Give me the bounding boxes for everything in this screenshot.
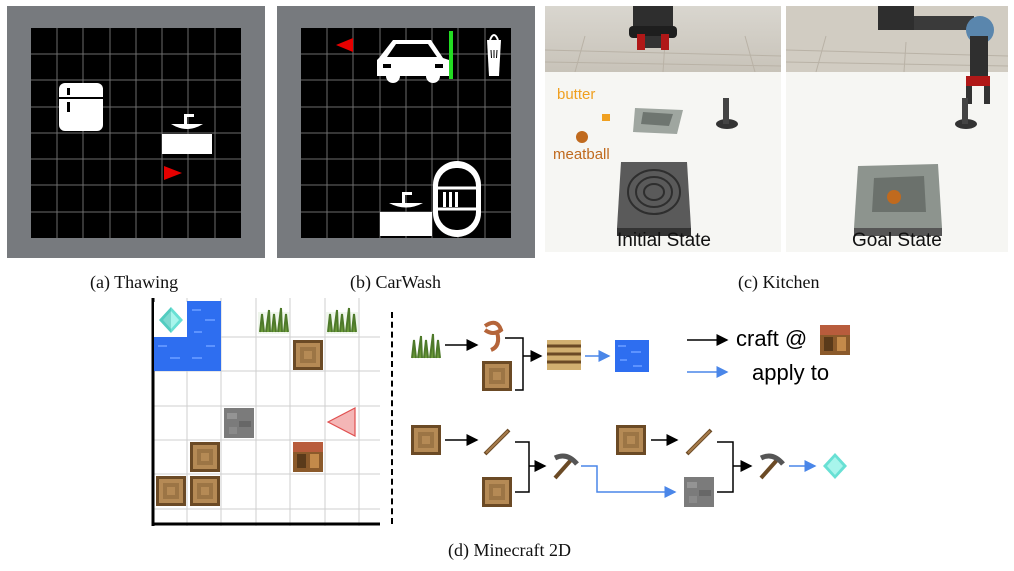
caption-minecraft: (d) Minecraft 2D: [448, 540, 571, 560]
rope-icon: [483, 320, 504, 352]
recipe-diagram: [411, 320, 850, 507]
caption-thawing: (a) Thawing: [90, 272, 179, 292]
goal-state-label: Goal State: [852, 230, 942, 251]
dashed-separator: [391, 312, 393, 524]
pickaxe-icon: [761, 456, 783, 478]
sink-icon: [162, 114, 212, 154]
sink-icon: [380, 192, 432, 236]
robot-arm: [629, 6, 677, 50]
caption-kitchen: (c) Kitchen: [738, 272, 820, 292]
agent-marker: [336, 38, 353, 52]
stove-with-pot-icon: [854, 164, 942, 236]
minecraft-grid: [150, 298, 380, 526]
wood-log-icon: [482, 477, 512, 507]
lever-icon: [955, 98, 977, 129]
wood-log-icon: [482, 361, 512, 391]
crafting-table-icon: [820, 325, 850, 355]
initial-state-label: Initial State: [617, 230, 711, 251]
butter-label: butter: [557, 86, 596, 103]
carwash-panel: [277, 6, 535, 258]
meatball-icon: [576, 131, 588, 143]
crafting-table-icon: [293, 442, 323, 472]
robot-arm: [878, 6, 994, 104]
grass-icon: [411, 333, 441, 359]
thawing-panel: [7, 6, 265, 258]
green-bar: [449, 31, 453, 79]
carwash-grid: [301, 28, 511, 238]
butter-icon: [602, 114, 610, 121]
kitchen-goal-scene: Goal State: [786, 6, 1008, 252]
agent-marker: [326, 407, 356, 437]
pot-icon: [633, 108, 683, 134]
stick-icon: [685, 428, 713, 456]
wood-log-icon: [190, 442, 220, 472]
legend-craft-label: craft @: [736, 326, 808, 351]
diamond-icon: [823, 453, 847, 479]
water-icon: [187, 301, 221, 371]
dishwasher-icon: [433, 161, 481, 237]
pickaxe-icon: [555, 456, 577, 478]
wood-log-icon: [411, 425, 441, 455]
wood-log-icon: [293, 340, 323, 370]
stick-icon: [483, 428, 511, 456]
lever-icon: [716, 98, 738, 129]
kitchen-initial-scene: butter meatball Initial State: [545, 6, 781, 252]
stone-icon: [224, 408, 254, 438]
stove-icon: [617, 162, 691, 236]
water-icon: [154, 337, 188, 371]
bridge-icon: [547, 340, 581, 370]
trash-can-icon: [487, 34, 501, 76]
wood-log-icon: [616, 425, 646, 455]
water-icon: [615, 340, 649, 372]
stone-icon: [684, 477, 714, 507]
agent-marker: [164, 166, 182, 180]
caption-carwash: (b) CarWash: [350, 272, 442, 292]
wood-log-icon: [190, 476, 220, 506]
car-icon: [377, 40, 449, 83]
wood-log-icon: [156, 476, 186, 506]
legend-apply-label: apply to: [752, 360, 830, 385]
thawing-grid: [31, 28, 241, 238]
meatball-label: meatball: [553, 146, 610, 163]
fridge-icon: [59, 83, 103, 131]
